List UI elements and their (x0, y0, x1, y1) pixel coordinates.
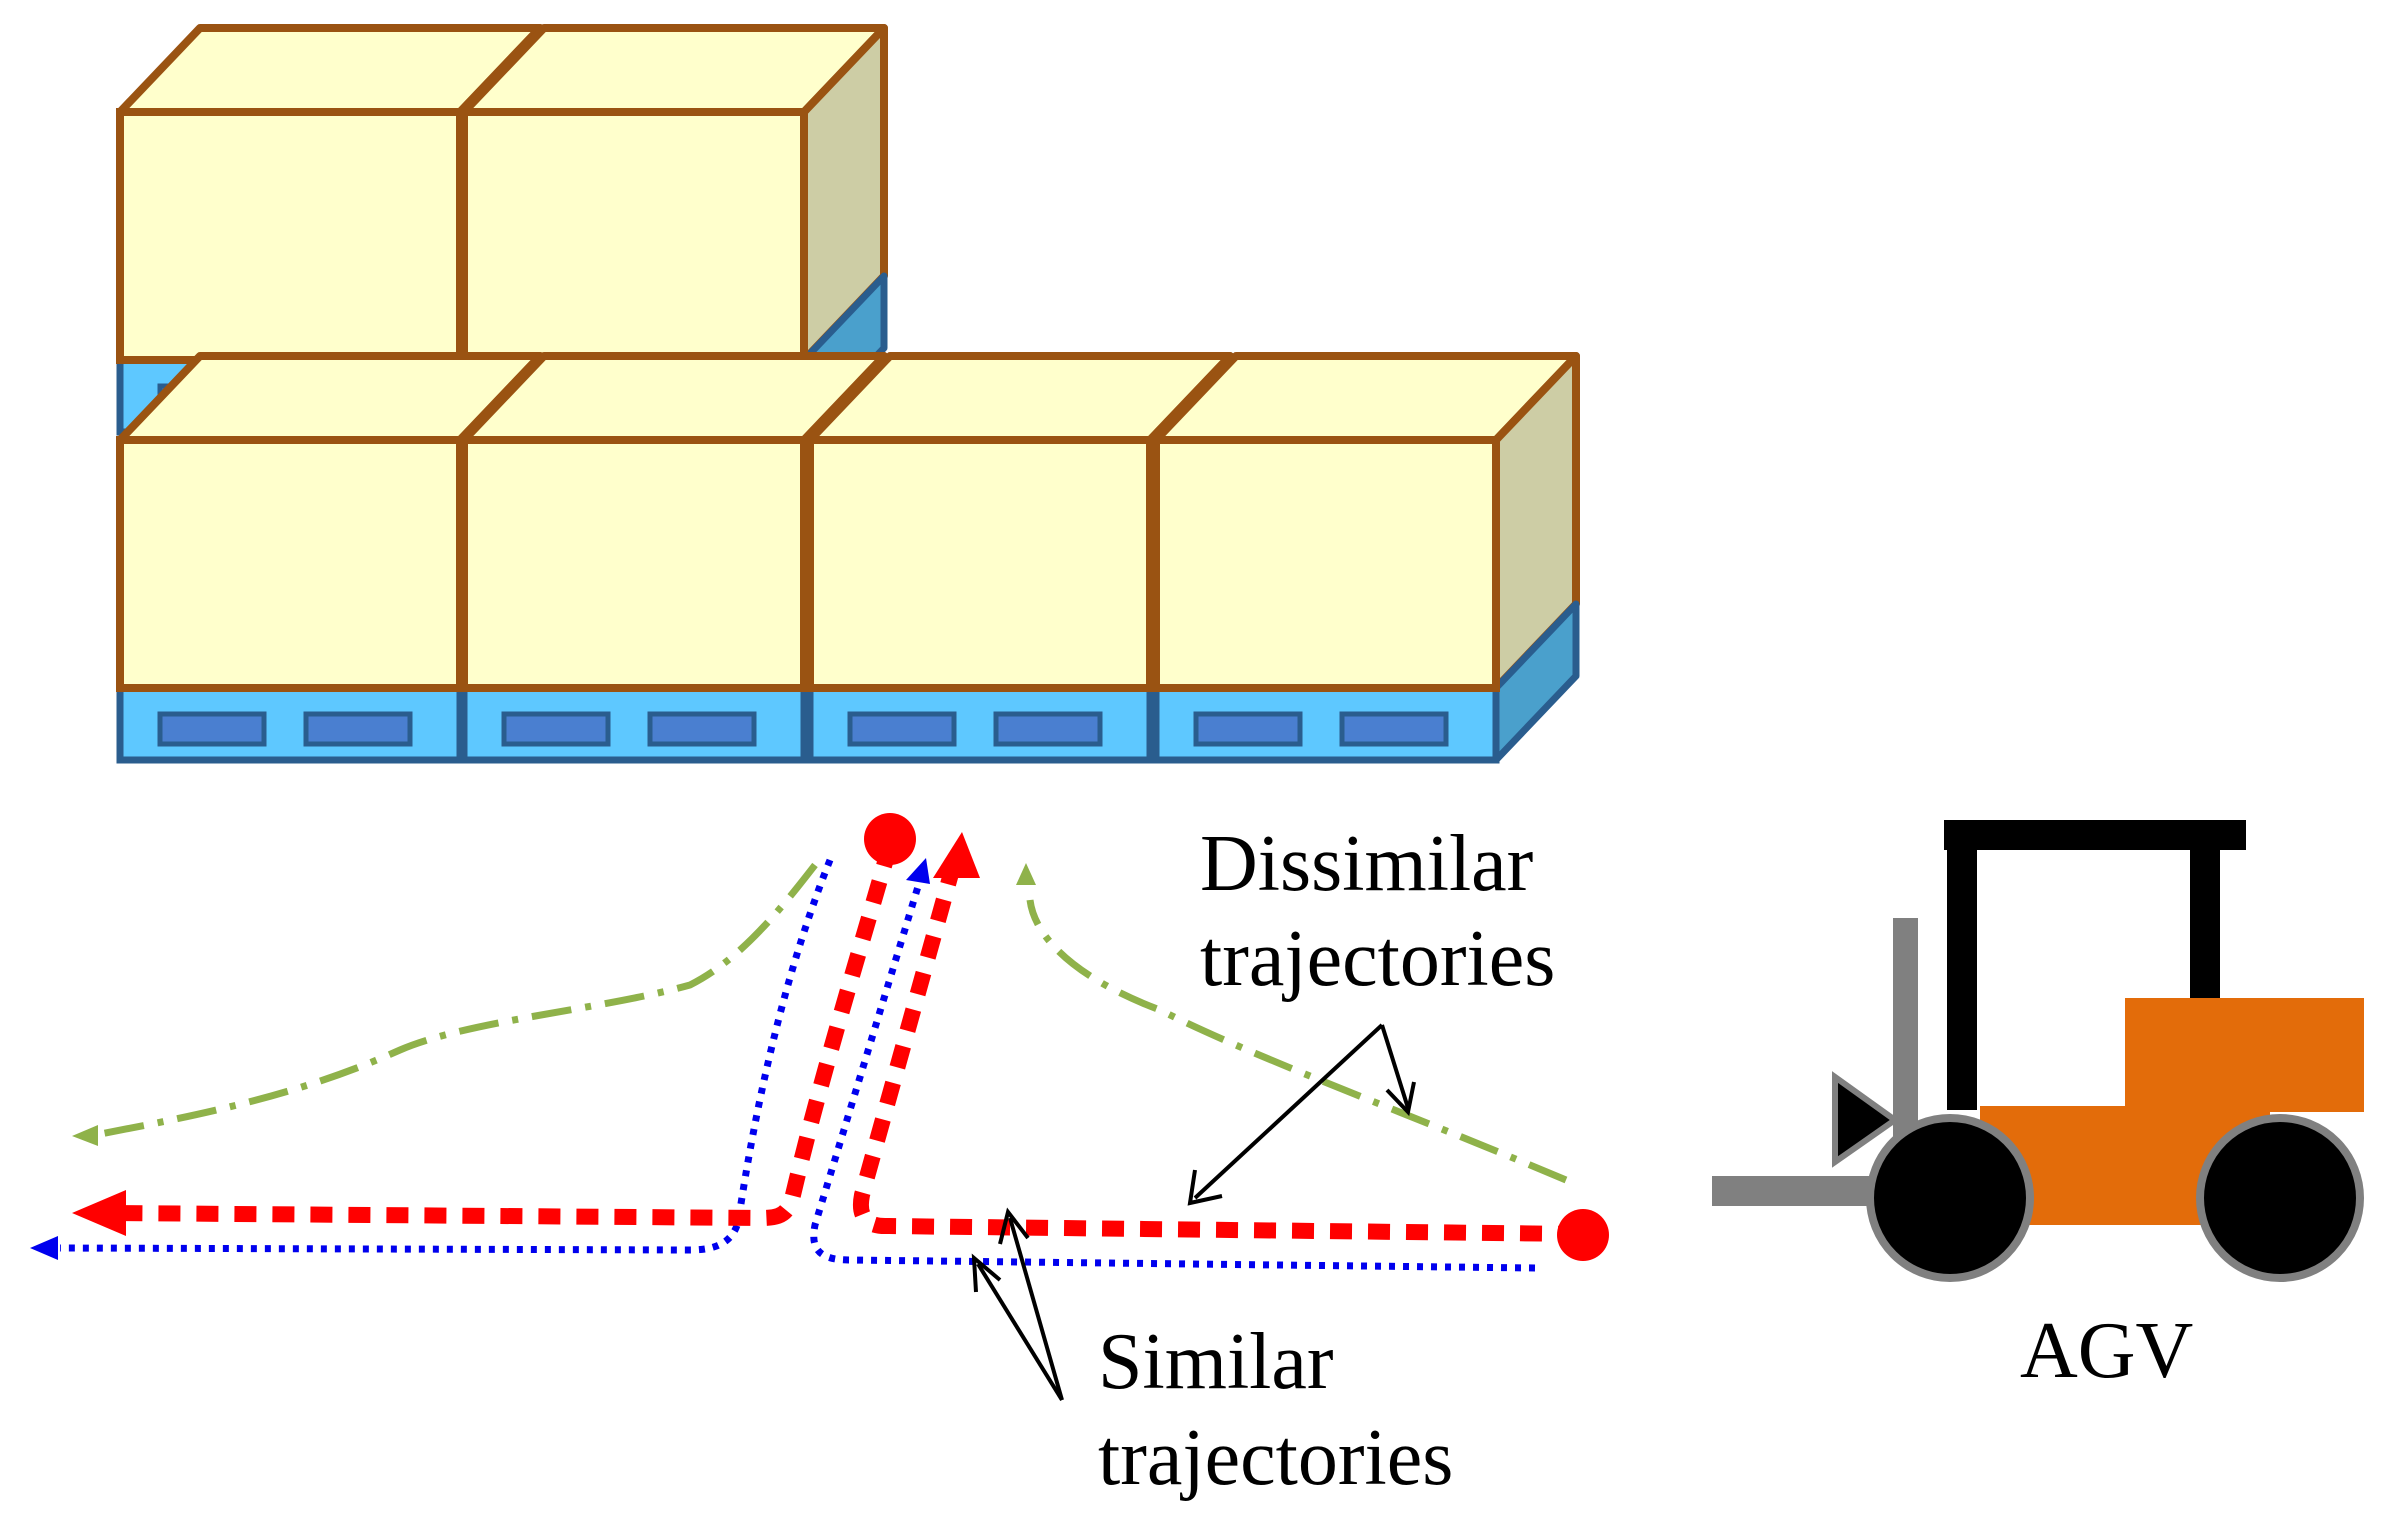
leader-arrow-dissimilar-green (1380, 1024, 1410, 1109)
pallet-unit (1156, 356, 1576, 760)
trajectory-green (72, 862, 1568, 1184)
dissimilar-label-line1: Dissimilar (1200, 820, 1533, 908)
forklift-light (1832, 1071, 1901, 1168)
leader-arrowhead (971, 1253, 1002, 1293)
similar-label-line1: Similar (1098, 1318, 1334, 1406)
agv-label: AGV (2020, 1307, 2193, 1395)
forklift-rear-wheel (2196, 1114, 2364, 1282)
leader-arrow-dissimilar-red (1193, 1023, 1384, 1200)
trajectory-green-right (1026, 899, 1568, 1184)
trajectory-red-left (109, 842, 898, 1227)
start-point-dot (864, 813, 916, 865)
trajectory-red (72, 832, 1581, 1242)
forklift-rear-post (2190, 830, 2220, 1002)
red-arrowhead (933, 832, 980, 878)
leader-arrows (971, 1023, 1416, 1402)
green-arrowhead (1016, 863, 1036, 885)
leader-arrow-similar-blue (976, 1262, 1064, 1402)
end-point-dot (1557, 1209, 1609, 1261)
leader-arrowhead (1187, 1169, 1223, 1206)
trajectory-blue-left (59, 858, 834, 1254)
similar-label-line2: trajectories (1098, 1414, 1453, 1502)
trajectory-green-left (94, 862, 818, 1139)
leader-arrow-similar-red (1008, 1217, 1064, 1401)
blue-arrowhead (906, 858, 930, 884)
blue-arrowhead (30, 1236, 58, 1260)
leader-arrowhead (1385, 1081, 1416, 1117)
pallet-stack (120, 28, 1576, 760)
red-arrowhead (72, 1190, 126, 1236)
trajectory-blue-right (810, 878, 1536, 1272)
forklift-front-wheel (1866, 1114, 2034, 1282)
dissimilar-label-line2: trajectories (1200, 915, 1555, 1003)
forklift-agv-icon (1712, 820, 2364, 1282)
forklift-front-post (1947, 830, 1977, 1110)
green-arrowhead (72, 1125, 98, 1146)
leader-arrowhead (998, 1207, 1030, 1245)
trajectory-blue (30, 858, 1536, 1272)
trajectory-red-right (853, 867, 1581, 1242)
